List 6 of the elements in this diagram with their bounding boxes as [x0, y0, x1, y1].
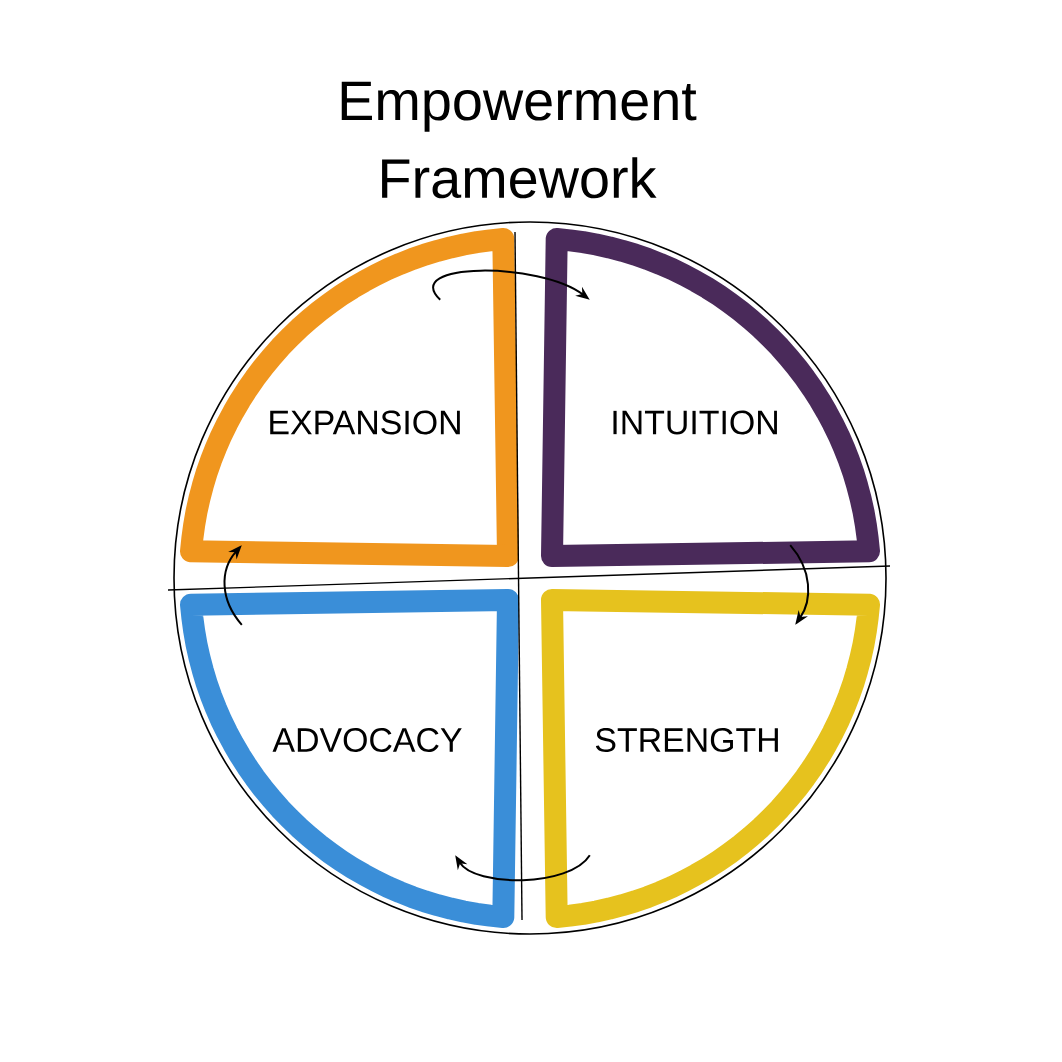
- quadrant: ADVOCACY: [180, 589, 519, 928]
- quadrant: EXPANSION: [180, 228, 519, 567]
- quadrant: STRENGTH: [541, 589, 880, 928]
- title: Empowerment Framework: [341, 81, 697, 199]
- arrow: [455, 854, 591, 882]
- quadrant: INTUITION: [541, 228, 880, 567]
